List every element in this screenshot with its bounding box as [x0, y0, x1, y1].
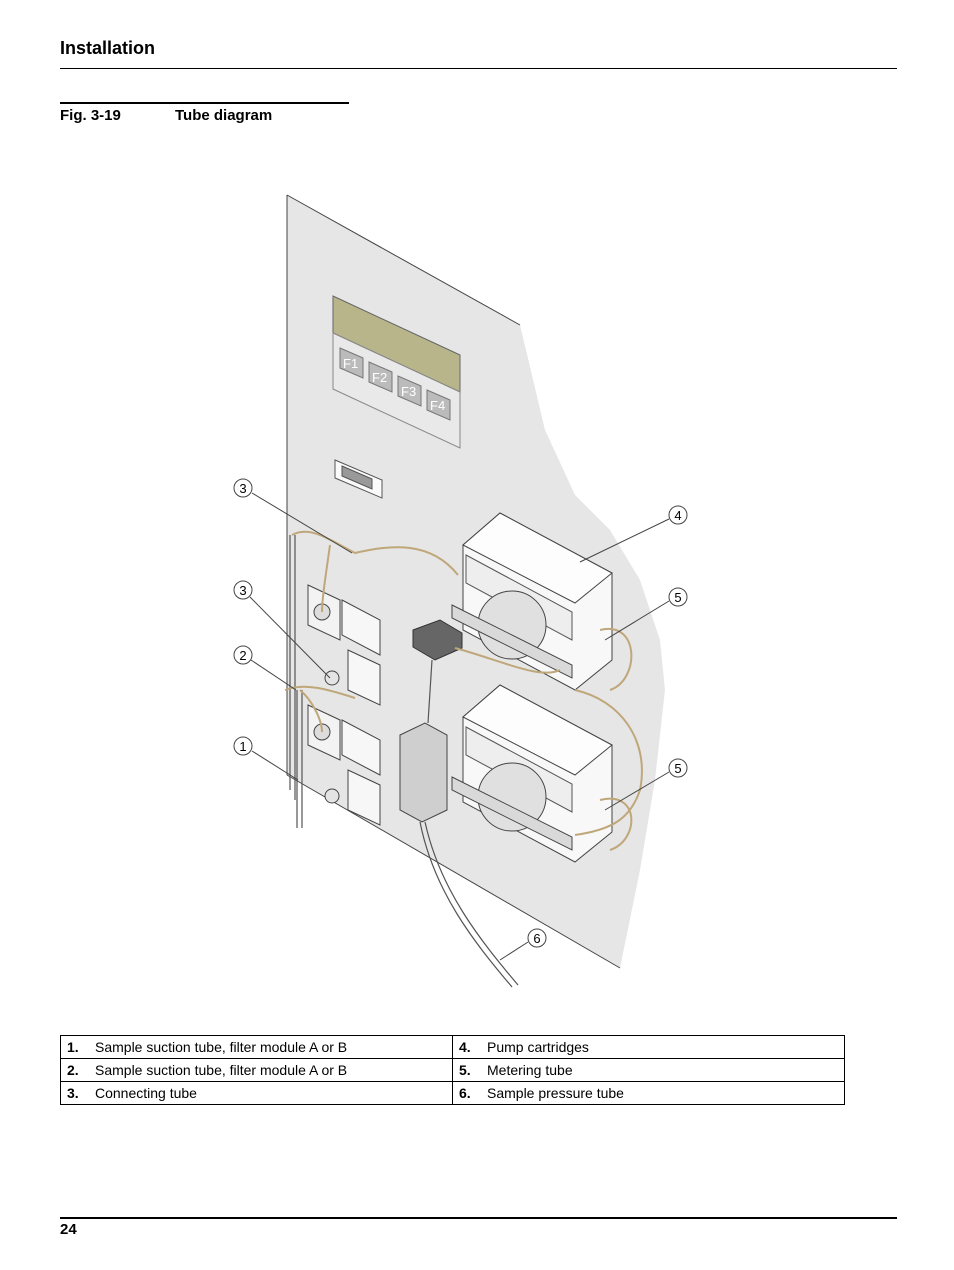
suction-tubes — [289, 535, 303, 828]
legend-item-5: 5.Metering tube — [452, 1058, 845, 1082]
key-f3[interactable]: F3 — [397, 375, 422, 407]
legend-table: 1.Sample suction tube, filter module A o… — [60, 1035, 845, 1105]
pressure-block — [399, 722, 448, 823]
figure-caption: Fig. 3-19 Tube diagram — [60, 107, 272, 124]
svg-text:5: 5 — [674, 590, 681, 605]
tubing — [284, 530, 643, 851]
valve-lower — [307, 704, 381, 826]
callout-5-upper: 5 — [604, 587, 688, 641]
page-number: 24 — [60, 1221, 77, 1238]
key-f2-label: F2 — [372, 370, 387, 385]
pump-cartridge-upper — [451, 512, 613, 691]
legend-item-1: 1.Sample suction tube, filter module A o… — [60, 1035, 453, 1059]
svg-text:5: 5 — [674, 761, 681, 776]
panel-bottom-edge — [286, 774, 621, 969]
key-f1-label: F1 — [343, 356, 358, 371]
callout-3-lower: 3 — [233, 580, 331, 679]
table-row: 3.Connecting tube 6.Sample pressure tube — [60, 1081, 845, 1105]
callout-6: 6 — [499, 928, 547, 961]
section-title: Installation — [60, 38, 156, 58]
figure-number: Fig. 3-19 — [60, 107, 121, 124]
figure-title: Tube diagram — [175, 107, 273, 124]
callout-1: 1 — [233, 736, 299, 781]
callout-2: 2 — [233, 645, 297, 691]
svg-text:3: 3 — [239, 583, 246, 598]
key-f1[interactable]: F1 — [339, 347, 364, 379]
keypad — [332, 332, 461, 449]
svg-text:3: 3 — [239, 481, 246, 496]
valve-upper — [307, 584, 381, 706]
footer-rule — [60, 1217, 897, 1219]
table-row: 2.Sample suction tube, filter module A o… — [60, 1058, 845, 1082]
panel-top-edge — [286, 194, 521, 326]
key-f3-label: F3 — [401, 384, 416, 399]
svg-text:1: 1 — [239, 739, 246, 754]
callout-5-lower: 5 — [604, 758, 688, 811]
pump-cartridge-lower — [451, 684, 613, 863]
callout-3-upper: 3 — [233, 478, 353, 554]
key-f4-label: F4 — [430, 398, 445, 413]
svg-text:4: 4 — [674, 508, 681, 523]
table-row: 1.Sample suction tube, filter module A o… — [60, 1035, 845, 1059]
callout-4: 4 — [579, 505, 688, 563]
legend-item-6: 6.Sample pressure tube — [452, 1081, 845, 1105]
svg-text:6: 6 — [533, 931, 540, 946]
key-f4[interactable]: F4 — [426, 389, 451, 421]
tube-junction-box — [412, 619, 463, 661]
sample-pressure-tube — [419, 659, 519, 988]
figure-rule — [60, 102, 349, 104]
header-rule — [60, 68, 897, 69]
key-f2[interactable]: F2 — [368, 361, 393, 393]
svg-text:2: 2 — [239, 648, 246, 663]
legend-item-4: 4.Pump cartridges — [452, 1035, 845, 1059]
legend-item-3: 3.Connecting tube — [60, 1081, 453, 1105]
legend-item-2: 2.Sample suction tube, filter module A o… — [60, 1058, 453, 1082]
